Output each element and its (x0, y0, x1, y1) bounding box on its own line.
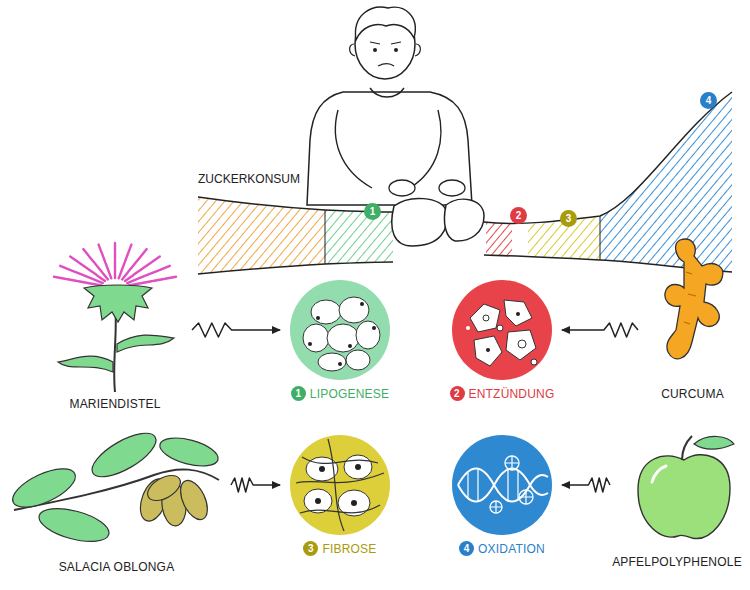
node-label: FIBROSE (322, 542, 376, 556)
plant-illustration (40, 222, 190, 392)
node-label: OXIDATION (478, 542, 545, 556)
node-label: APFELPOLYPHENOLE (612, 555, 742, 569)
process-circle: 1 LIPOGENESE (280, 278, 400, 401)
callout-number: 4 (459, 541, 474, 556)
plant-node: MARIENDISTEL (40, 222, 190, 411)
callout-number: 4 (700, 92, 717, 109)
plant-node: SALACIA OBLONGA (4, 430, 229, 574)
squiggle-arrow (562, 323, 638, 337)
node-label: LIPOGENESE (310, 387, 389, 401)
circle-shape (288, 433, 392, 537)
node-caption: SALACIA OBLONGA (4, 559, 229, 574)
callout-number: 2 (450, 386, 465, 401)
node-label: ENTZÜNDUNG (469, 387, 555, 401)
node-label: MARIENDISTEL (69, 397, 160, 411)
callout-number: 3 (560, 210, 577, 227)
process-circle: 4 OXIDATION (442, 433, 562, 556)
node-caption: 1 LIPOGENESE (280, 386, 400, 401)
node-caption: 3 FIBROSE (280, 541, 400, 556)
node-caption: 4 OXIDATION (442, 541, 562, 556)
squiggle-arrow (562, 478, 610, 492)
process-circle: 3 FIBROSE (280, 433, 400, 556)
circle-shape (450, 433, 554, 537)
plant-node: APFELPOLYPHENOLE (612, 430, 742, 569)
node-caption: APFELPOLYPHENOLE (612, 554, 742, 569)
callout-number: 1 (364, 203, 381, 220)
callout-number: 1 (291, 386, 306, 401)
squiggle-arrow (192, 323, 280, 337)
node-label: CURCUMA (661, 387, 724, 401)
process-circle: 2 ENTZÜNDUNG (442, 278, 562, 401)
callout-number: 2 (510, 207, 527, 224)
node-caption: 2 ENTZÜNDUNG (442, 386, 562, 401)
plant-illustration (4, 430, 229, 555)
band-label: ZUCKERKONSUM (198, 172, 300, 186)
circle-shape (288, 278, 392, 382)
node-caption: CURCUMA (640, 386, 745, 401)
node-caption: MARIENDISTEL (40, 396, 190, 411)
plant-node: CURCUMA (640, 232, 745, 401)
plant-illustration (640, 232, 745, 382)
callout-number: 3 (303, 541, 318, 556)
node-label: SALACIA OBLONGA (59, 560, 175, 574)
squiggle-arrow (231, 478, 280, 492)
plant-illustration (612, 430, 742, 550)
circle-shape (450, 278, 554, 382)
